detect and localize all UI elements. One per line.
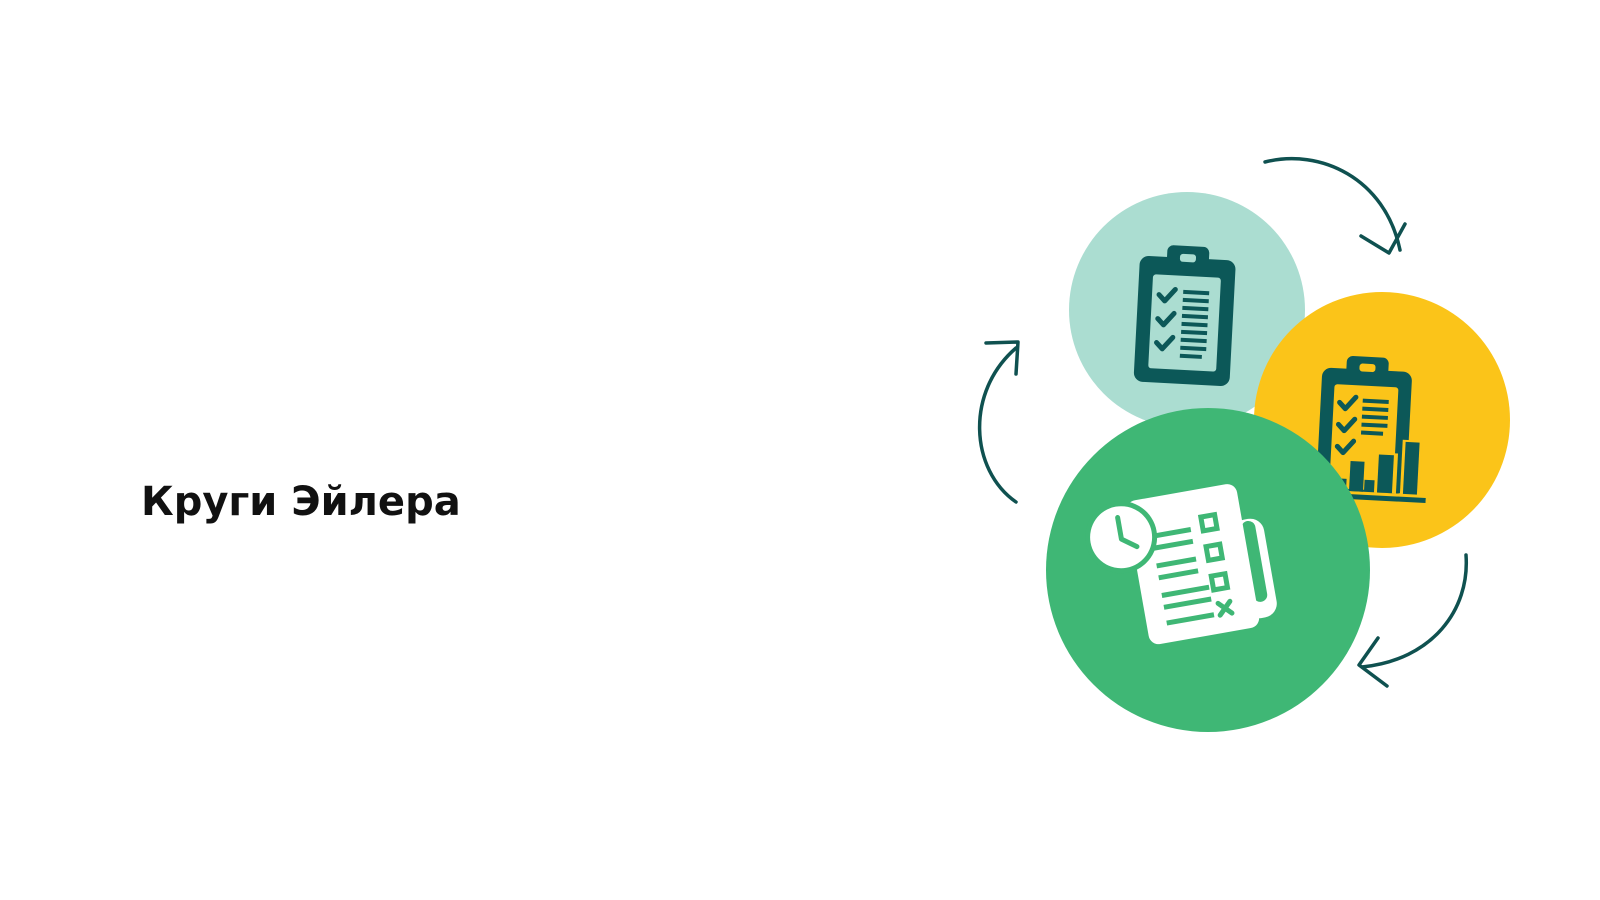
cycle-arrows (977, 156, 1468, 688)
schedule-document-icon (1085, 484, 1277, 645)
green-circle-group (1046, 408, 1370, 732)
cycle-arrow-left (977, 340, 1020, 504)
cycle-arrow-bottom (1357, 553, 1468, 688)
slide-title: Круги Эйлера (141, 479, 461, 525)
mint-circle-group (1069, 192, 1305, 428)
clipboard-chart-icon (1316, 356, 1426, 504)
cycle-arrow-top (1263, 156, 1407, 255)
clipboard-checklist-icon (1133, 245, 1236, 386)
clock-icon (1085, 501, 1158, 574)
